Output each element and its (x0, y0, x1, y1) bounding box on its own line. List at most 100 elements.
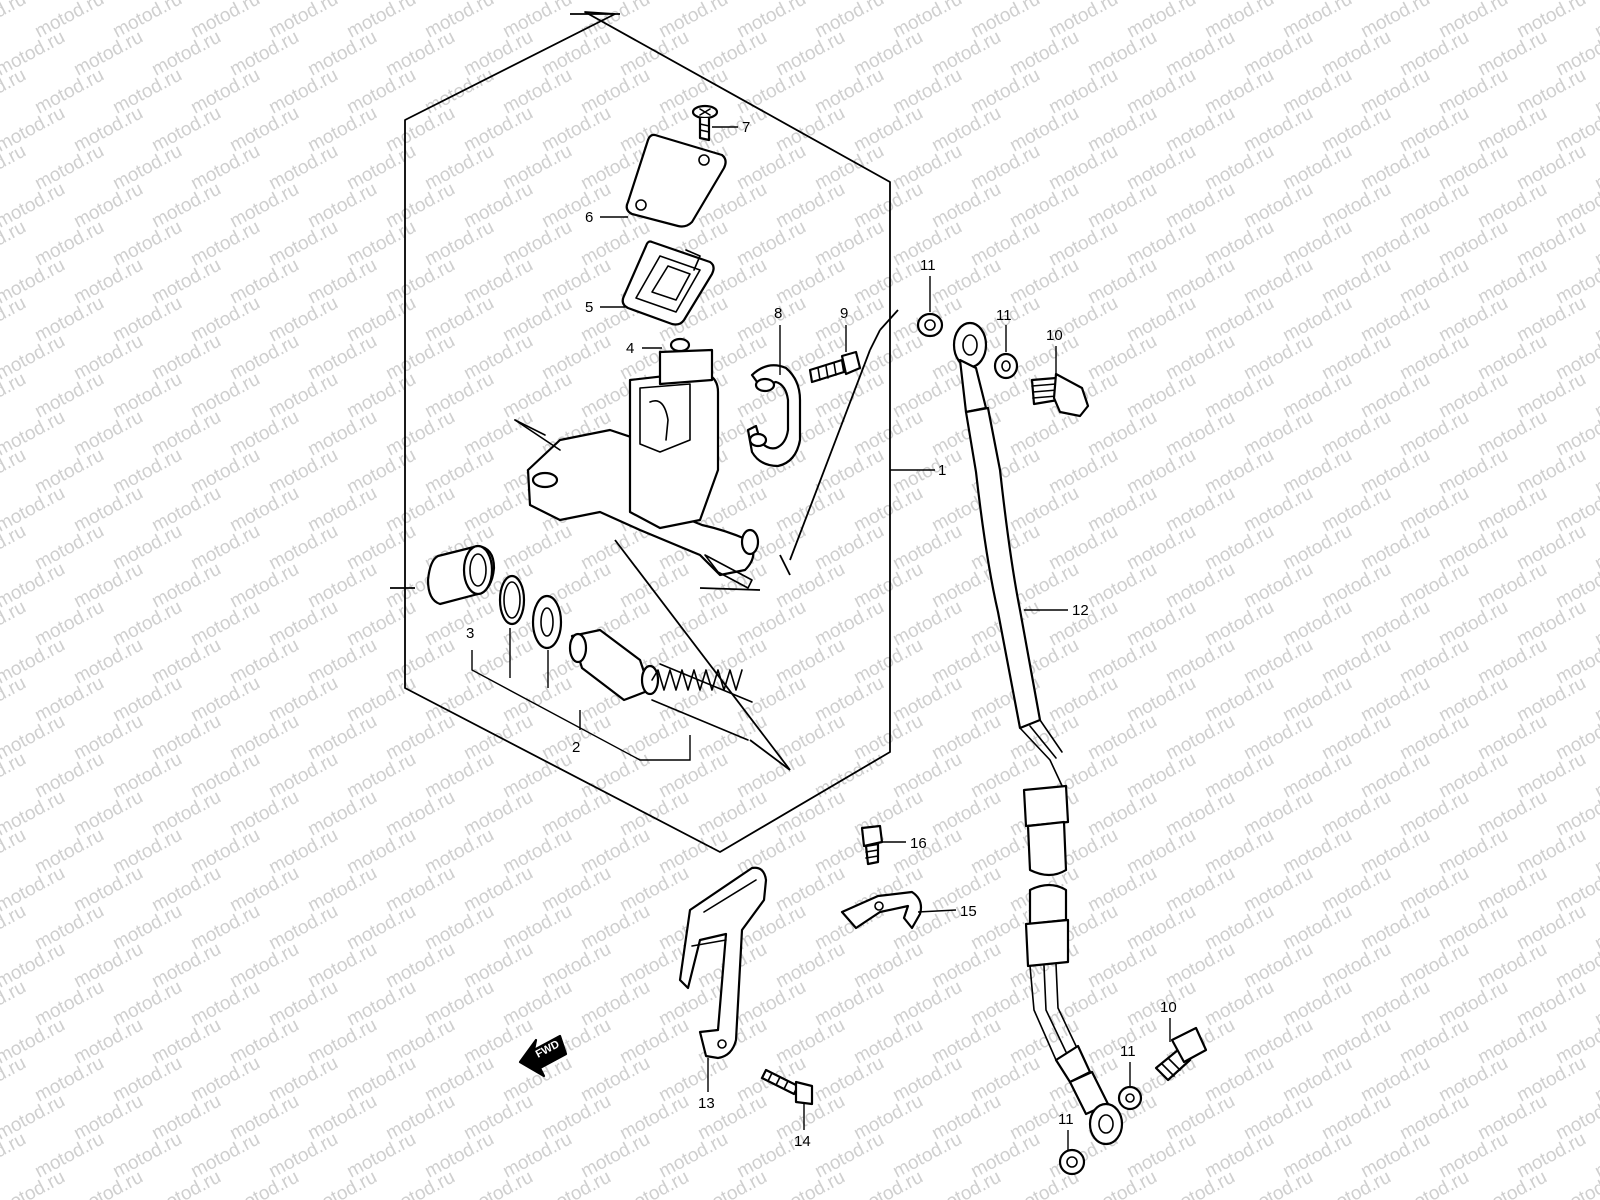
watermark-text: motod.ru (1591, 141, 1600, 195)
watermark-text: motod.ru (1240, 1167, 1316, 1200)
watermark-text: motod.ru (0, 217, 30, 271)
washer-11-b (993, 352, 1019, 380)
watermark-text: motod.ru (1591, 825, 1600, 879)
watermark-text: motod.ru (0, 1129, 30, 1183)
plate-4 (669, 337, 691, 353)
screw-7 (691, 104, 719, 142)
watermark-text: motod.ru (1591, 293, 1600, 347)
watermark-text: motod.ru (226, 1167, 302, 1200)
callout-11-c: 11 (1120, 1043, 1136, 1060)
watermark-text: motod.ru (0, 825, 30, 879)
watermark-text: motod.ru (1591, 369, 1600, 423)
brake-hose-12 (952, 321, 1124, 1146)
callout-16: 16 (910, 835, 927, 852)
union-bolt-10-upper (1030, 372, 1090, 418)
watermark-text: motod.ru (1162, 1167, 1238, 1200)
watermark-text: motod.ru (1084, 1167, 1160, 1200)
callout-1: 1 (938, 462, 946, 479)
watermark-text: motod.ru (616, 1167, 692, 1200)
washer-11-c (1117, 1085, 1143, 1111)
watermark-text: motod.ru (460, 1167, 536, 1200)
watermark-text: motod.ru (1552, 1167, 1600, 1200)
callout-10-upper: 10 (1046, 327, 1063, 344)
ref-line-g (699, 587, 761, 591)
ref-line-c (789, 349, 871, 561)
watermark-text: motod.ru (0, 369, 30, 423)
callout-4: 4 (626, 340, 634, 357)
arrow-left-icon (518, 1034, 568, 1078)
bracket-13 (678, 866, 768, 1060)
watermark-text: motod.ru (1591, 597, 1600, 651)
callout-10-lower: 10 (1160, 999, 1177, 1016)
ref-line-a (614, 539, 791, 771)
watermark-text: motod.ru (928, 1167, 1004, 1200)
watermark-text: motod.ru (0, 977, 30, 1031)
piston-spring-2 (568, 628, 753, 741)
watermark-text: motod.ru (0, 1167, 69, 1200)
watermark-text: motod.ru (1591, 521, 1600, 575)
callout-3: 3 (466, 625, 474, 642)
callout-11-a: 11 (920, 257, 936, 274)
watermark-text: motod.ru (0, 445, 30, 499)
watermark-text: motod.ru (1591, 673, 1600, 727)
callout-9: 9 (840, 305, 848, 322)
watermark-text: motod.ru (1591, 1053, 1600, 1107)
watermark-text: motod.ru (304, 1167, 380, 1200)
callout-12: 12 (1072, 602, 1089, 619)
watermark-text: motod.ru (0, 749, 30, 803)
watermark-text: motod.ru (1474, 1167, 1550, 1200)
watermark-text: motod.ru (1318, 1167, 1394, 1200)
watermark-text: motod.ru (0, 901, 30, 955)
callout-8: 8 (774, 305, 782, 322)
ref-line-e (879, 309, 899, 331)
watermark-text: motod.ru (1591, 217, 1600, 271)
watermark-text: motod.ru (1591, 0, 1600, 42)
washer-11-a (916, 312, 944, 338)
watermark-text: motod.ru (850, 1167, 926, 1200)
callout-13: 13 (698, 1095, 715, 1112)
watermark-text: motod.ru (1591, 445, 1600, 499)
diaphragm-5 (621, 240, 715, 326)
bolt-9 (808, 350, 862, 384)
callout-14: 14 (794, 1133, 811, 1150)
watermark-text: motod.ru (70, 1167, 146, 1200)
reservoir-cap-6 (625, 133, 727, 228)
callout-5: 5 (585, 299, 593, 316)
holder-8 (746, 364, 802, 468)
master-cylinder-body (514, 348, 760, 589)
watermark-text: motod.ru (772, 1167, 848, 1200)
ref-line-b (749, 739, 791, 771)
watermark-text: motod.ru (0, 141, 30, 195)
watermark-text: motod.ru (0, 673, 30, 727)
watermark-text: motod.ru (382, 1167, 458, 1200)
callout-11-b: 11 (996, 307, 1012, 324)
watermark-text: motod.ru (0, 521, 30, 575)
callout-labels: 1 2 3 4 5 6 7 8 9 10 10 11 11 11 11 12 1… (466, 119, 1177, 1150)
watermark-text: motod.ru (1591, 749, 1600, 803)
watermark-text: motod.ru (694, 1167, 770, 1200)
callout-15: 15 (960, 903, 977, 920)
watermark-text: motod.ru (0, 1053, 30, 1107)
watermark-text: motod.ru (1591, 65, 1600, 119)
watermark-text: motod.ru (1396, 1167, 1472, 1200)
leader-lines (471, 126, 1171, 1150)
watermark-text: motod.ru (1591, 901, 1600, 955)
washer-11-d (1058, 1148, 1086, 1176)
watermark-text: motod.ru (538, 1167, 614, 1200)
callout-6: 6 (585, 209, 593, 226)
watermark-text: motod.ru (0, 0, 30, 42)
callout-7: 7 (742, 119, 750, 136)
watermark-text: motod.ru (1591, 1129, 1600, 1183)
bolt-16 (860, 824, 884, 866)
watermark-text: motod.ru (0, 65, 30, 119)
watermark-text: motod.ru (0, 293, 30, 347)
watermark-text: motod.ru (148, 1167, 224, 1200)
boot-3 (426, 544, 563, 650)
ref-line-d (869, 329, 881, 351)
callout-2: 2 (572, 739, 580, 756)
callout-11-d: 11 (1058, 1111, 1074, 1128)
bolt-14 (760, 1068, 814, 1106)
